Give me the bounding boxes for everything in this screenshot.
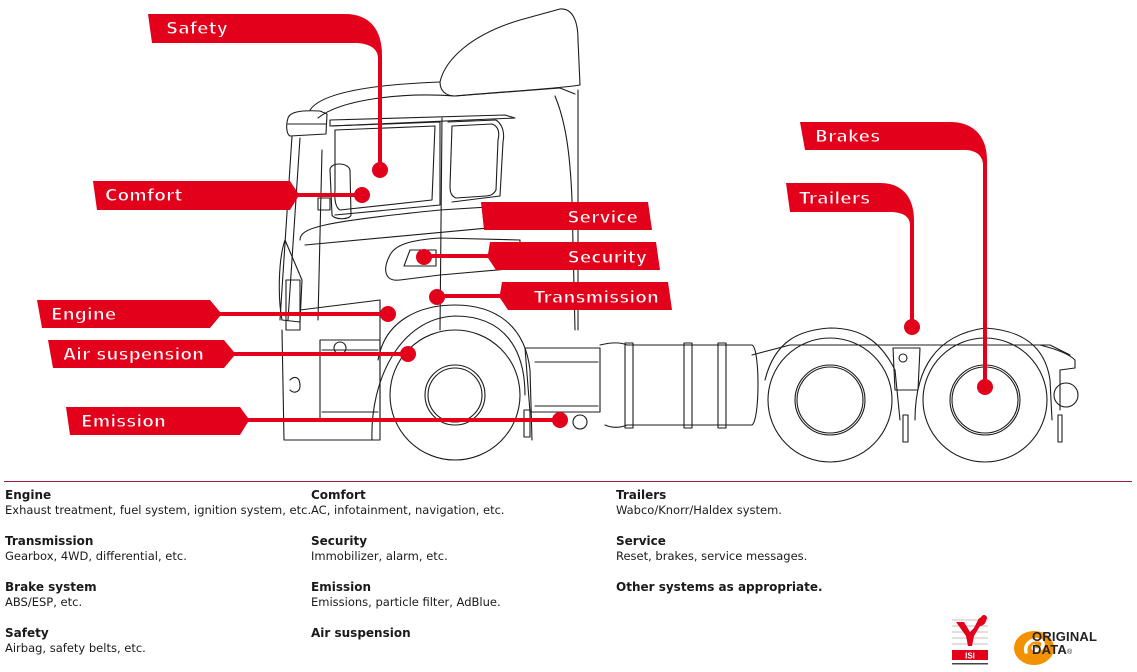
legend-desc: Emissions, particle filter, AdBlue. <box>311 595 501 609</box>
original-data-emblem-icon <box>1014 631 1054 665</box>
callout-label-air-suspension: Air suspension <box>63 345 204 365</box>
callout-safety[interactable]: Safety <box>148 14 388 178</box>
legend-desc: Reset, brakes, service messages. <box>616 549 808 563</box>
legend-item-engine: Engine Exhaust treatment, fuel system, i… <box>5 488 311 518</box>
legend-item-other: Other systems as appropriate. <box>616 580 823 595</box>
section-divider <box>4 481 1132 482</box>
callout-emission[interactable]: Emission <box>66 407 568 435</box>
original-data-line2: DATA <box>1032 642 1067 657</box>
legend-desc: Exhaust treatment, fuel system, ignition… <box>5 503 312 517</box>
original-data-wordmark: ORIGINAL DATA® <box>1032 630 1097 659</box>
truck-diagram: Safety Comfort Service Security Transmis… <box>37 8 1079 463</box>
callout-label-brakes: Brakes <box>815 127 880 147</box>
legend-item-safety: Safety Airbag, safety belts, etc. <box>5 626 311 656</box>
callout-label-engine: Engine <box>51 305 116 325</box>
legend-desc: Immobilizer, alarm, etc. <box>311 549 448 563</box>
original-data-line1: ORIGINAL <box>1032 629 1098 644</box>
legend-column-3: Trailers Wabco/Knorr/Haldex system. Serv… <box>616 488 823 611</box>
isi-logo-text: ISI <box>965 652 975 661</box>
callout-brakes[interactable]: Brakes <box>800 122 993 395</box>
legend-item-transmission: Transmission Gearbox, 4WD, differential,… <box>5 534 311 564</box>
callout-security[interactable]: Security <box>416 242 660 270</box>
legend-title: Transmission <box>5 534 94 548</box>
legend-column-1: Engine Exhaust treatment, fuel system, i… <box>5 488 311 672</box>
legend-title: Comfort <box>311 488 366 502</box>
callout-trailers[interactable]: Trailers <box>786 183 920 335</box>
callout-label-comfort: Comfort <box>105 186 182 206</box>
legend-item-emission: Emission Emissions, particle filter, AdB… <box>311 580 505 610</box>
legend-title: Security <box>311 534 368 548</box>
legend-item-brake-system: Brake system ABS/ESP, etc. <box>5 580 311 610</box>
legend-item-air-suspension: Air suspension <box>311 626 505 641</box>
callout-transmission[interactable]: Transmission <box>429 282 672 310</box>
legend-item-security: Security Immobilizer, alarm, etc. <box>311 534 505 564</box>
truck-drawing <box>278 8 1079 463</box>
legend-item-trailers: Trailers Wabco/Knorr/Haldex system. <box>616 488 823 518</box>
legend-item-comfort: Comfort AC, infotainment, navigation, et… <box>311 488 505 518</box>
isi-logo: ISI <box>952 615 988 665</box>
legend-title: Trailers <box>616 488 667 502</box>
legend-desc: Gearbox, 4WD, differential, etc. <box>5 549 187 563</box>
callout-label-safety: Safety <box>166 19 228 39</box>
callouts: Safety Comfort Service Security Transmis… <box>37 14 993 435</box>
callout-air-suspension[interactable]: Air suspension <box>48 340 416 368</box>
legend-title: Emission <box>311 580 371 594</box>
callout-label-transmission: Transmission <box>534 288 659 308</box>
registered-mark: ® <box>1066 649 1073 656</box>
callout-label-security: Security <box>568 248 647 268</box>
legend-title: Other systems as appropriate. <box>616 580 823 594</box>
legend-desc: Wabco/Knorr/Haldex system. <box>616 503 782 517</box>
callout-label-service: Service <box>567 208 638 228</box>
callout-service[interactable]: Service <box>481 202 652 230</box>
legend-desc: Airbag, safety belts, etc. <box>5 641 146 655</box>
legend-item-service: Service Reset, brakes, service messages. <box>616 534 823 564</box>
legend-desc: ABS/ESP, etc. <box>5 595 83 609</box>
legend-title: Safety <box>5 626 49 640</box>
legend-title: Air suspension <box>311 626 411 640</box>
legend-title: Service <box>616 534 666 548</box>
legend-title: Brake system <box>5 580 97 594</box>
callout-label-trailers: Trailers <box>799 189 870 209</box>
callout-label-emission: Emission <box>81 412 166 432</box>
callout-engine[interactable]: Engine <box>37 300 396 328</box>
callout-comfort[interactable]: Comfort <box>93 181 370 210</box>
logos: ISI ORIGINAL DATA® <box>940 606 1137 670</box>
legend-desc: AC, infotainment, navigation, etc. <box>311 503 505 517</box>
legend-column-2: Comfort AC, infotainment, navigation, et… <box>311 488 505 657</box>
legend-title: Engine <box>5 488 52 502</box>
